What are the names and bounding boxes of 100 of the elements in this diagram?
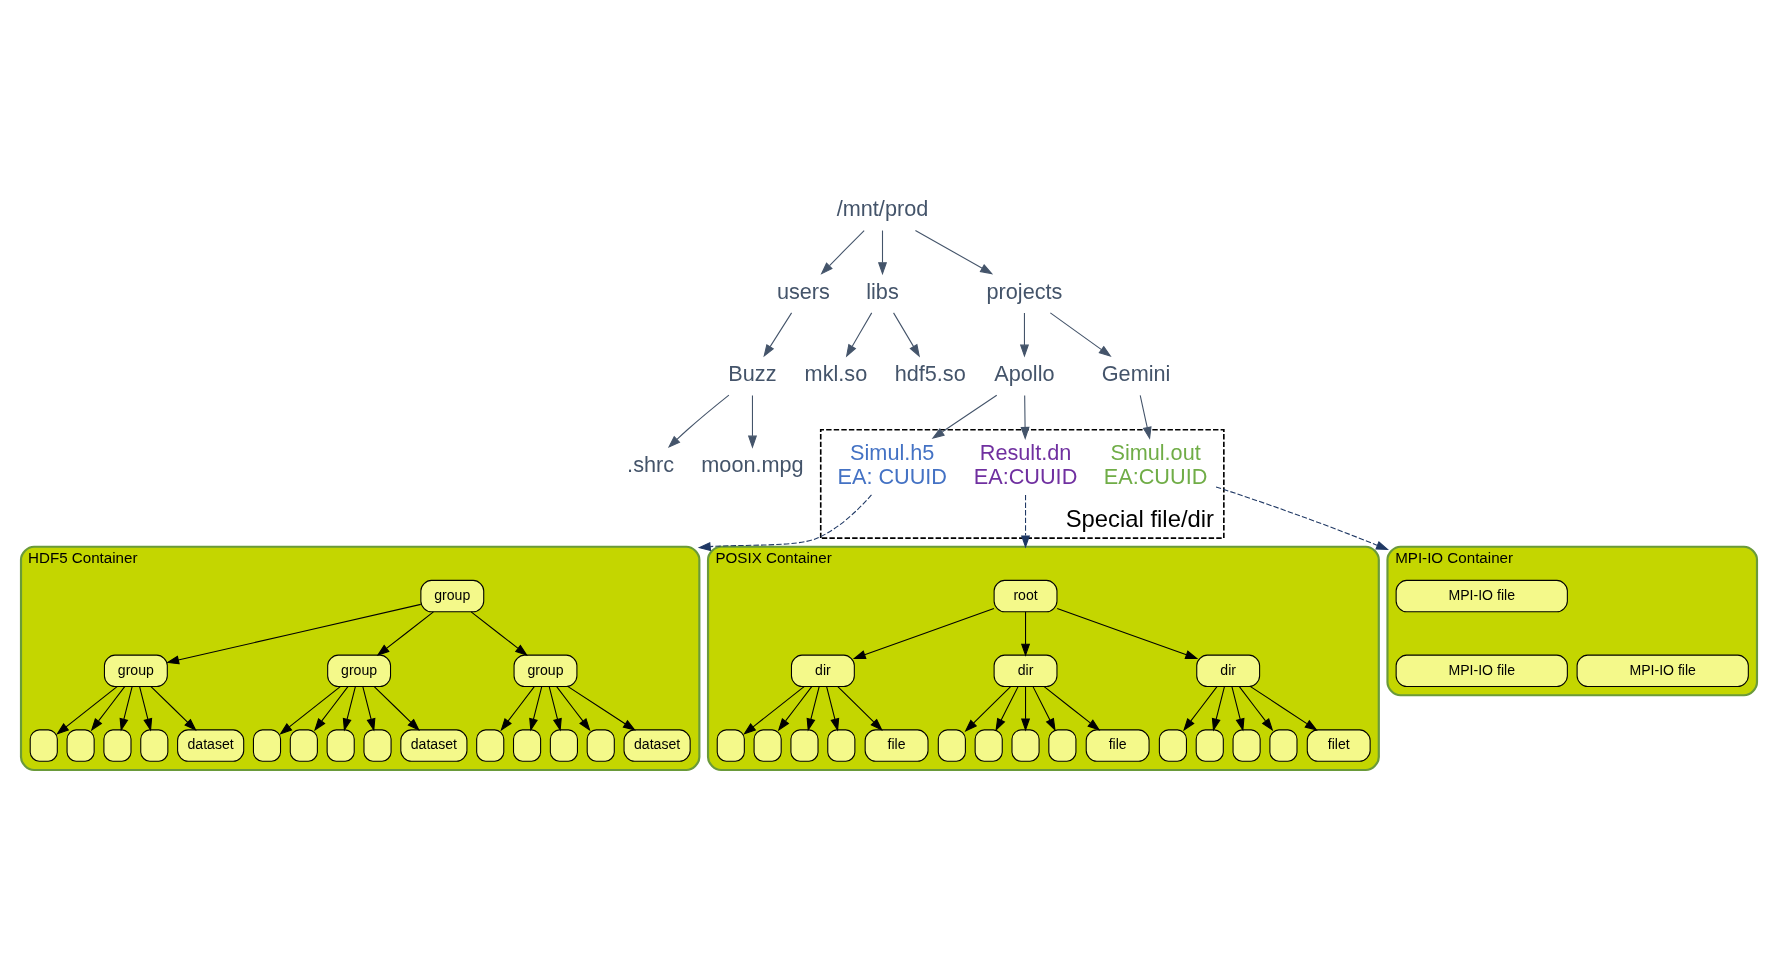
- arrow: [1019, 312, 1029, 358]
- arrow: [914, 230, 994, 275]
- arrow: [837, 686, 883, 731]
- node-box: [289, 729, 318, 762]
- node-box: [513, 729, 542, 762]
- node-box: [363, 729, 392, 762]
- node-box: MPI-IO file: [1576, 654, 1749, 688]
- arrow: [1049, 312, 1112, 357]
- node-text: Result.dn EA:CUUID: [973, 440, 1078, 489]
- node-box: root: [993, 579, 1058, 613]
- arrow: [56, 686, 118, 735]
- node-box: [252, 729, 282, 762]
- arrow: [139, 686, 153, 732]
- node-box: dir: [790, 654, 855, 688]
- arrow: [119, 686, 133, 732]
- arrow: [314, 686, 349, 732]
- arrow: [1021, 611, 1031, 657]
- node-text: Simul.out EA:CUUID: [1103, 440, 1208, 489]
- node-box: dir: [993, 654, 1058, 688]
- node-text: users: [776, 278, 830, 304]
- arrow: [1139, 394, 1152, 440]
- arrow: [743, 686, 805, 735]
- arrow: [342, 686, 356, 732]
- node-box: [1048, 729, 1077, 762]
- node-box: group: [513, 654, 578, 688]
- arrow: [1231, 686, 1245, 732]
- node-box: [326, 729, 355, 762]
- node-box: [937, 729, 966, 762]
- node-box: MPI-IO file: [1395, 654, 1568, 688]
- node-text: hdf5.so: [894, 360, 966, 386]
- node-box: [549, 729, 578, 762]
- arrow: [777, 686, 813, 732]
- node-text: mkl.so: [804, 360, 868, 386]
- arrow: [1032, 686, 1056, 732]
- node-box: [586, 729, 615, 762]
- arrow: [747, 394, 757, 449]
- arrow: [150, 686, 197, 731]
- node-box: MPI-IO file: [1395, 579, 1568, 613]
- node-text: Simul.h5 EA: CUUID: [837, 440, 947, 489]
- arrow: [1021, 494, 1031, 549]
- arrow: [893, 312, 920, 358]
- arrow: [90, 686, 126, 732]
- arrow: [548, 686, 562, 732]
- node-box: [1195, 729, 1224, 762]
- node-box: dataset: [400, 729, 468, 762]
- arrow: [845, 312, 873, 358]
- arrow: [806, 686, 820, 732]
- node-text: .shrc: [627, 452, 675, 477]
- arrow: [1211, 686, 1225, 732]
- node-box: [790, 729, 819, 762]
- arrow: [470, 611, 528, 657]
- arrow: [1238, 686, 1274, 732]
- node-box: group: [103, 654, 168, 688]
- node-text: Buzz: [728, 360, 777, 386]
- arrow: [852, 607, 995, 660]
- node-box: [827, 729, 856, 762]
- arrow: [362, 686, 376, 732]
- arrow: [1021, 686, 1031, 732]
- arrow: [1215, 486, 1389, 551]
- arrow: [279, 686, 341, 735]
- arrow: [826, 686, 840, 732]
- arrow: [1043, 686, 1101, 731]
- node-box: filet: [1306, 729, 1371, 762]
- arrow: [667, 394, 730, 449]
- node-text: Gemini: [1101, 360, 1171, 386]
- node-box: file: [1085, 729, 1150, 762]
- arrow: [373, 686, 420, 731]
- node-box: [66, 729, 95, 762]
- node-box: [716, 729, 745, 762]
- arrow: [567, 686, 636, 731]
- arrow: [166, 603, 422, 665]
- node-box: [140, 729, 169, 762]
- node-box: [974, 729, 1003, 762]
- arrow: [1020, 394, 1030, 440]
- arrow: [529, 686, 543, 732]
- node-box: [1269, 729, 1298, 762]
- arrow: [376, 611, 434, 657]
- node-text: libs: [866, 278, 899, 304]
- arrow: [931, 394, 998, 440]
- arrow: [500, 686, 535, 732]
- node-box: group: [327, 654, 392, 688]
- arrow: [763, 312, 793, 358]
- node-box: [1158, 729, 1187, 762]
- node-text: /mnt/prod: [836, 196, 929, 222]
- arrow: [964, 686, 1012, 732]
- arrow: [1183, 686, 1218, 732]
- arrow: [1250, 686, 1318, 731]
- arrow: [877, 230, 888, 276]
- node-box: group: [420, 579, 485, 613]
- arrow: [697, 494, 872, 552]
- node-box: file: [864, 729, 929, 762]
- node-box: [29, 729, 58, 762]
- node-box: [103, 729, 132, 762]
- node-text: Apollo: [994, 360, 1055, 386]
- node-box: dataset: [623, 729, 691, 762]
- node-box: dir: [1196, 654, 1261, 688]
- arrow: [995, 686, 1019, 732]
- arrow: [820, 230, 865, 275]
- arrow: [556, 686, 591, 732]
- node-box: [753, 729, 782, 762]
